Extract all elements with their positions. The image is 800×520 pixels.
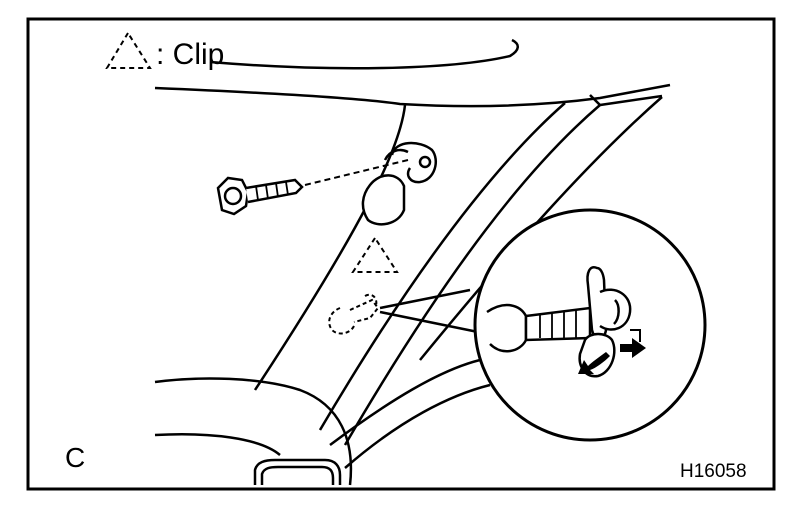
clip-marker-triangle — [351, 236, 399, 273]
cover-cap — [361, 174, 406, 226]
legend: : Clip — [105, 31, 224, 71]
callout-lines — [379, 288, 479, 334]
lower-trim — [154, 358, 491, 486]
alignment-line — [304, 159, 409, 186]
hidden-clip — [328, 293, 380, 335]
zoom-detail — [473, 208, 707, 442]
view-label: C — [65, 442, 85, 473]
mounting-hole — [383, 141, 437, 184]
direction-arrows — [578, 329, 646, 374]
legend-label: : Clip — [156, 38, 224, 71]
clip-detail — [486, 266, 632, 378]
screw — [216, 176, 304, 216]
figure-code: H16058 — [680, 461, 747, 482]
dashed-triangle-icon — [105, 31, 152, 69]
